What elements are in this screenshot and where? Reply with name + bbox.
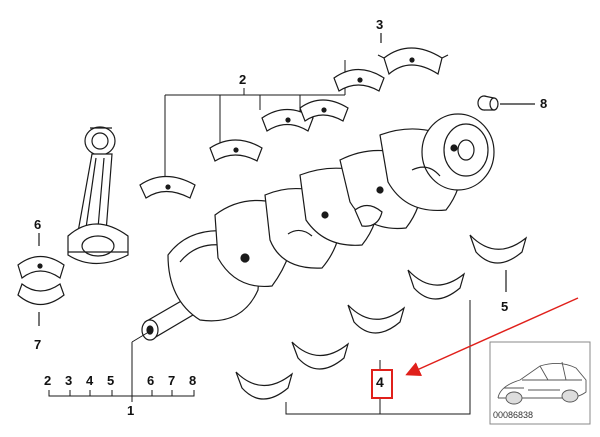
diagram-code: 00086838 bbox=[493, 410, 534, 420]
connecting-rod bbox=[67, 126, 129, 264]
parts-row-item: 4 bbox=[86, 373, 94, 388]
conrod-bearing-shells bbox=[17, 233, 65, 326]
upper-bearing-shells bbox=[139, 68, 385, 199]
callout-5: 5 bbox=[501, 299, 509, 314]
vehicle-thumbnail bbox=[489, 341, 591, 425]
highlight-arrow bbox=[405, 297, 579, 376]
parts-row-item: 7 bbox=[168, 373, 176, 388]
callout-2: 2 bbox=[239, 72, 247, 87]
thrust-bearing-3 bbox=[377, 33, 449, 76]
bracket-4 bbox=[285, 300, 471, 415]
parts-row-item: 3 bbox=[65, 373, 73, 388]
callout-6: 6 bbox=[34, 217, 42, 232]
bracket-2 bbox=[164, 60, 346, 178]
parts-row-item: 5 bbox=[107, 373, 115, 388]
bearing-shell-5 bbox=[469, 234, 528, 292]
highlight-box bbox=[371, 369, 393, 399]
bearing-shell bbox=[347, 304, 406, 334]
parts-row-bracket bbox=[48, 329, 195, 402]
callout-4: 4 bbox=[376, 374, 384, 390]
parts-row-item: 2 bbox=[44, 373, 52, 388]
lower-bearing-shells bbox=[235, 269, 466, 400]
crankshaft bbox=[141, 113, 495, 341]
bearing-shell bbox=[407, 269, 466, 300]
callout-7: 7 bbox=[34, 337, 42, 352]
bushing-8 bbox=[477, 95, 535, 111]
callout-8: 8 bbox=[540, 96, 548, 111]
bearing-shell bbox=[291, 341, 350, 370]
callout-3: 3 bbox=[376, 17, 384, 32]
parts-row-item: 8 bbox=[189, 373, 197, 388]
callout-1: 1 bbox=[127, 403, 135, 418]
parts-row-item: 6 bbox=[147, 373, 155, 388]
bearing-shell bbox=[235, 371, 294, 400]
